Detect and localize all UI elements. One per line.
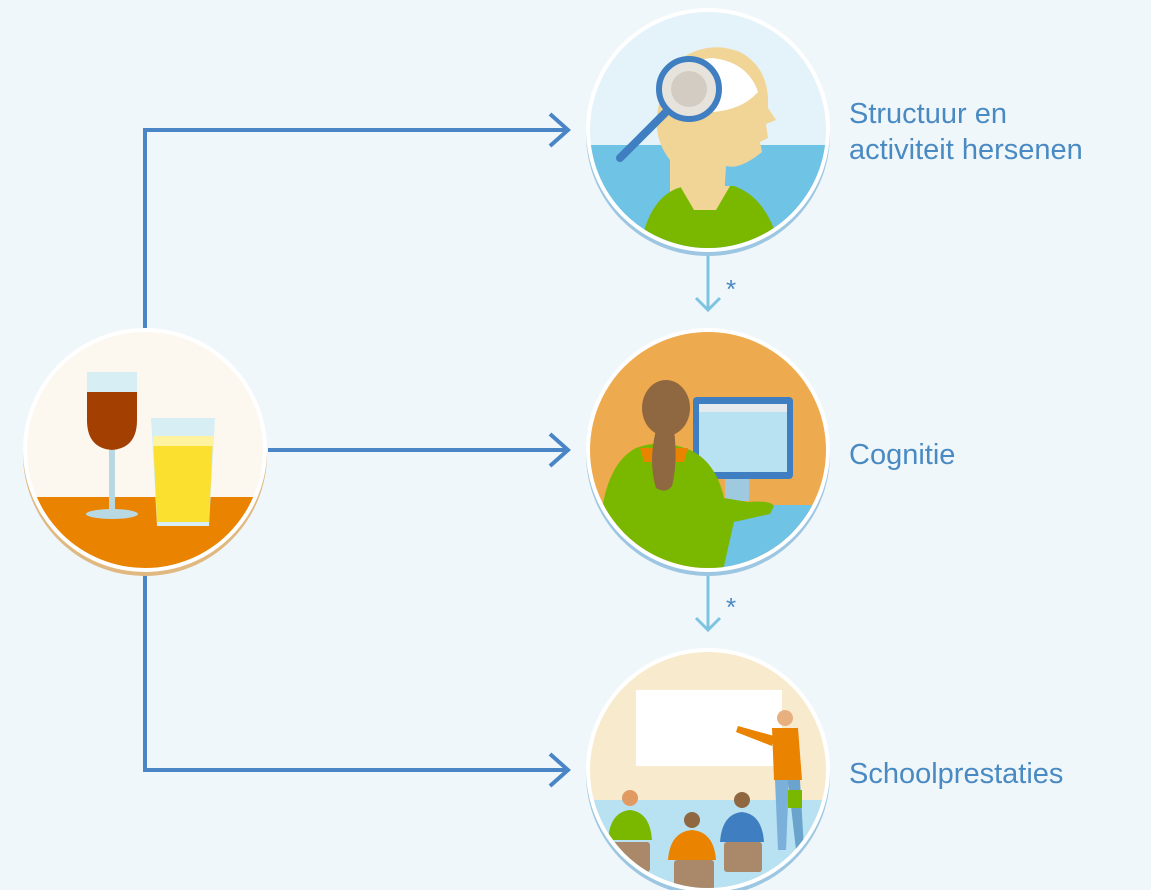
brain-node	[586, 8, 830, 256]
vertical-arrows	[694, 255, 722, 633]
label-cognition: Cognitie	[849, 439, 956, 471]
alcohol-glasses-icon	[27, 332, 263, 568]
cognition-node	[586, 328, 830, 576]
asterisk-cognition-school: *	[726, 592, 737, 622]
connector-to-school	[143, 570, 568, 772]
alcohol-node	[23, 328, 267, 576]
arrowhead-cognition	[548, 432, 572, 468]
label-school-performance: Schoolprestaties	[849, 758, 1064, 790]
school-node	[586, 648, 830, 890]
connector-lines	[143, 112, 572, 788]
classroom-icon	[590, 652, 826, 888]
label-brain-structure: Structuur en activiteit hersenen	[849, 96, 1083, 168]
label-brain-line2: activiteit hersenen	[849, 134, 1083, 166]
label-brain-line1: Structuur en	[849, 98, 1007, 130]
arrowhead-brain	[548, 112, 572, 148]
asterisk-brain-cognition: *	[726, 274, 737, 304]
arrowhead-school	[548, 752, 572, 788]
connector-to-brain	[143, 128, 568, 330]
